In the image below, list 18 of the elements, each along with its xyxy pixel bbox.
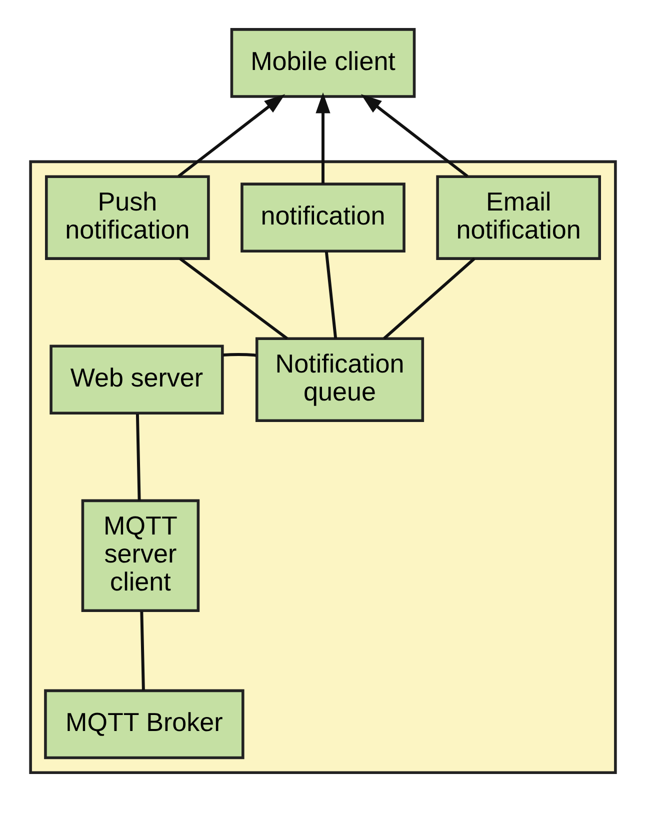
arrow (360, 94, 468, 177)
node-box: MQTT Broker (44, 688, 244, 759)
arrow (178, 94, 286, 177)
connector (324, 250, 338, 338)
connector (140, 610, 145, 690)
node-box: Mobile client (230, 28, 416, 98)
connector (223, 352, 256, 356)
node-box: MQTT server client (81, 498, 200, 612)
node-box: Email notification (436, 174, 601, 260)
node-box: Notification queue (255, 336, 424, 422)
arrow (316, 92, 330, 184)
connector (179, 256, 288, 340)
node-box: notification (240, 182, 406, 252)
connector (383, 256, 476, 340)
node-box: Web server (50, 344, 224, 414)
connector (136, 413, 141, 500)
cluster (29, 160, 617, 774)
node-box: Push notification (45, 174, 210, 260)
